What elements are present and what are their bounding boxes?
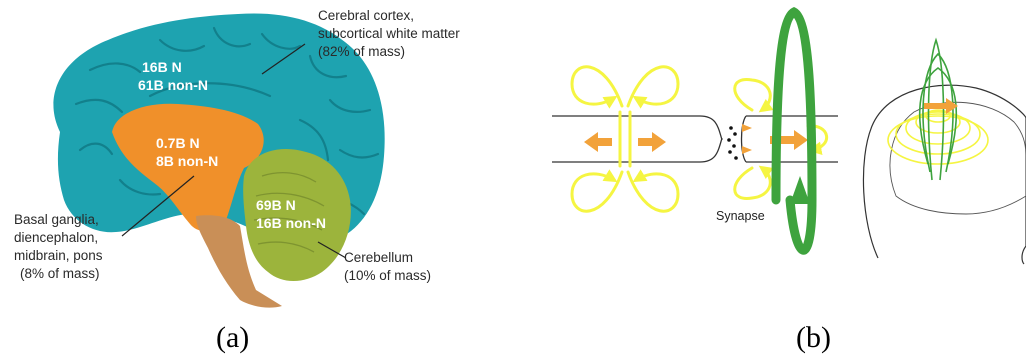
- basal-label-line3: midbrain, pons: [14, 248, 103, 263]
- basal-label-line4: (8% of mass): [20, 266, 100, 281]
- neuron-field-diagram: Synapse: [552, 12, 838, 250]
- basal-neuron-count: 0.7B N: [156, 135, 200, 151]
- panel-b-caption: (b): [796, 321, 831, 354]
- cerebellum-label-line2: (10% of mass): [344, 268, 431, 283]
- cortex-neuron-count: 16B N: [142, 59, 182, 75]
- basal-label-line2: diencephalon,: [14, 230, 98, 245]
- cortex-non-neuron-count: 61B non-N: [138, 77, 208, 93]
- head-electric-field-rings: [888, 110, 988, 164]
- synapse-label: Synapse: [716, 209, 765, 223]
- cortex-label-line1: Cerebral cortex,: [318, 8, 414, 23]
- cerebellum-neuron-count: 69B N: [256, 197, 296, 213]
- cerebellum-non-neuron-count: 16B non-N: [256, 215, 326, 231]
- head-diagram: [863, 40, 1026, 264]
- cortex-label-line3: (82% of mass): [318, 44, 405, 59]
- basal-label-line1: Basal ganglia,: [14, 212, 99, 227]
- magnetic-field-arrowhead: [790, 176, 810, 204]
- synaptic-vesicles: [727, 126, 738, 160]
- panel-a-caption: (a): [216, 321, 249, 354]
- cerebellum-label-line1: Cerebellum: [344, 250, 413, 265]
- brain-diagram: Cerebral cortex, subcortical white matte…: [14, 8, 460, 308]
- basal-non-neuron-count: 8B non-N: [156, 153, 218, 169]
- cortex-label-line2: subcortical white matter: [318, 26, 460, 41]
